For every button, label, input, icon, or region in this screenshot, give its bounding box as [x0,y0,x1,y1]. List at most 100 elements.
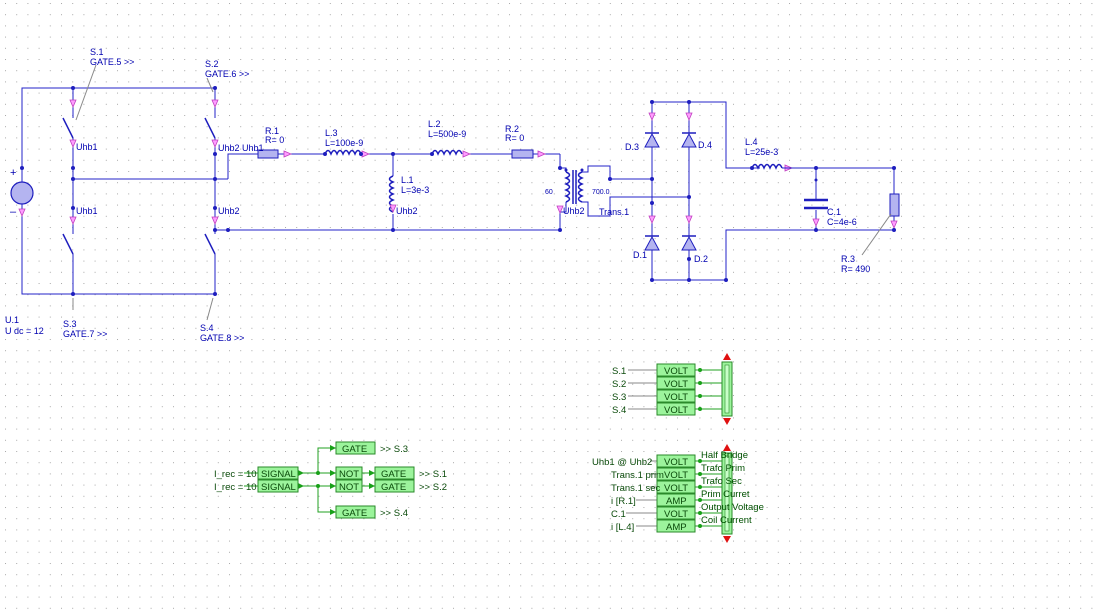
scope2-input-6: i [L.4] [611,522,634,533]
output-label-s3: >> S.3 [380,444,408,455]
l2-value: L=500e-9 [428,129,466,139]
volt-probe-s2[interactable] [656,376,696,390]
gate-label-s4: GATE [342,508,367,519]
trans-name: Trans.1 [599,207,629,217]
probe-type-2: VOLT [664,470,688,481]
switch-s4[interactable] [204,233,216,255]
gate-block-s1[interactable] [374,466,415,480]
s1-gate: GATE.5 >> [90,57,134,67]
probe-coil-current[interactable] [656,519,696,533]
u1-name: U.1 [5,315,19,325]
not-block-2[interactable] [335,479,363,493]
signal-label-1: SIGNAL [261,469,296,480]
scope2-output-4: Prim Curret [701,489,750,500]
probe-trafo-prim[interactable] [656,467,696,481]
uhb2-label-b: Uhb2 [218,206,240,216]
probe-type-4: AMP [666,496,687,507]
gate-label-s3: GATE [342,444,367,455]
diode-d3[interactable] [644,132,660,148]
d2-label: D.2 [694,254,708,264]
probe-label-s4: VOLT [664,405,688,416]
scope2-output-5: Output Voltage [701,502,764,513]
probe-halfbridge[interactable] [656,454,696,468]
probe-label-s3: VOLT [664,392,688,403]
s2-name: S.2 [205,59,219,69]
resistor-r3[interactable] [889,193,900,217]
volt-probe-s3[interactable] [656,389,696,403]
plus-sign: + [10,167,16,179]
s4-name: S.4 [200,323,214,333]
signal-block-2[interactable] [257,479,299,493]
trans-n2: 700.0 [592,189,610,196]
gate-block-s3[interactable] [335,441,376,455]
output-label-s4: >> S.4 [380,508,408,519]
probe-type-6: AMP [666,522,687,533]
switch-s2[interactable] [204,117,216,139]
s3-name: S.3 [63,319,77,329]
uhb1-label-b: Uhb1 [76,206,98,216]
switch-s1[interactable] [62,117,74,139]
l2-name: L.2 [428,119,441,129]
output-label-s1: >> S.1 [419,469,447,480]
signal-block-1[interactable] [257,466,299,480]
uhb2-label-c: Uhb2 [396,206,418,216]
probe-output-voltage[interactable] [656,506,696,520]
diode-d1[interactable] [644,235,660,251]
u1-value: U dc = 12 [5,326,44,336]
scope2-input-2: Trans.1 prim [611,470,664,481]
s4-gate: GATE.8 >> [200,333,244,343]
transformer-trans1[interactable] [556,165,689,217]
probe-prim-current[interactable] [656,493,696,507]
c1-name: C.1 [827,207,841,217]
diode-d2[interactable] [681,235,697,251]
r3-value: R= 490 [841,264,870,274]
inductor-l3[interactable] [324,149,362,156]
gate-label-s2: GATE [381,482,406,493]
trans-n1: 60 [545,189,553,196]
volt-probe-s1[interactable] [656,363,696,377]
scope2-expand-up-icon[interactable] [723,444,731,451]
scope2-input-4: i [R.1] [611,496,636,507]
not-block-1[interactable] [335,466,363,480]
scope2-output-6: Coil Current [701,515,752,526]
component-labels: S.1 GATE.5 >> S.2 GATE.6 >> S.3 GATE.7 >… [5,47,870,343]
d1-label: D.1 [633,250,647,260]
inductor-l2[interactable] [431,149,463,156]
volt-probe-s4[interactable] [656,402,696,416]
not-label-2: NOT [339,482,359,493]
resistor-r1[interactable] [257,149,279,159]
d3-label: D.3 [625,142,639,152]
diode-d4[interactable] [681,132,697,148]
scope1-input-2: S.2 [612,379,626,390]
probe-type-5: VOLT [664,509,688,520]
scope1-expand-down-icon[interactable] [723,418,731,425]
r3-name: R.3 [841,254,855,264]
gate-block-s2[interactable] [374,479,415,493]
d4-label: D.4 [698,140,712,150]
l4-name: L.4 [745,137,758,147]
minus-sign: – [10,206,17,218]
gate-block-s4[interactable] [335,505,376,519]
input-label-2: I_rec = 10 [214,482,257,493]
scope2-expand-down-icon[interactable] [723,536,731,543]
r2-value: R= 0 [505,133,524,143]
output-label-s2: >> S.2 [419,482,447,493]
inductor-l4[interactable] [751,163,783,170]
l1-value: L=3e-3 [401,185,429,195]
switch-s3[interactable] [62,233,74,255]
r1-value: R= 0 [265,135,284,145]
voltage-source-u1[interactable] [10,166,34,222]
s3-gate: GATE.7 >> [63,329,107,339]
output-filter [750,163,900,256]
r1-name: R.1 [265,126,279,136]
uhb1-label-c: Uhb1 [242,143,264,153]
l3-name: L.3 [325,128,338,138]
rectifier-bridge [644,100,810,282]
resistor-r2[interactable] [511,149,534,159]
probe-trafo-sec[interactable] [656,480,696,494]
scope-measurements: VOLT VOLT VOLT AMP VOLT AMP Uhb1 @ Uhb2 … [592,444,764,543]
scope1-expand-up-icon[interactable] [723,353,731,360]
probe-type-3: VOLT [664,483,688,494]
l1-name: L.1 [401,175,414,185]
